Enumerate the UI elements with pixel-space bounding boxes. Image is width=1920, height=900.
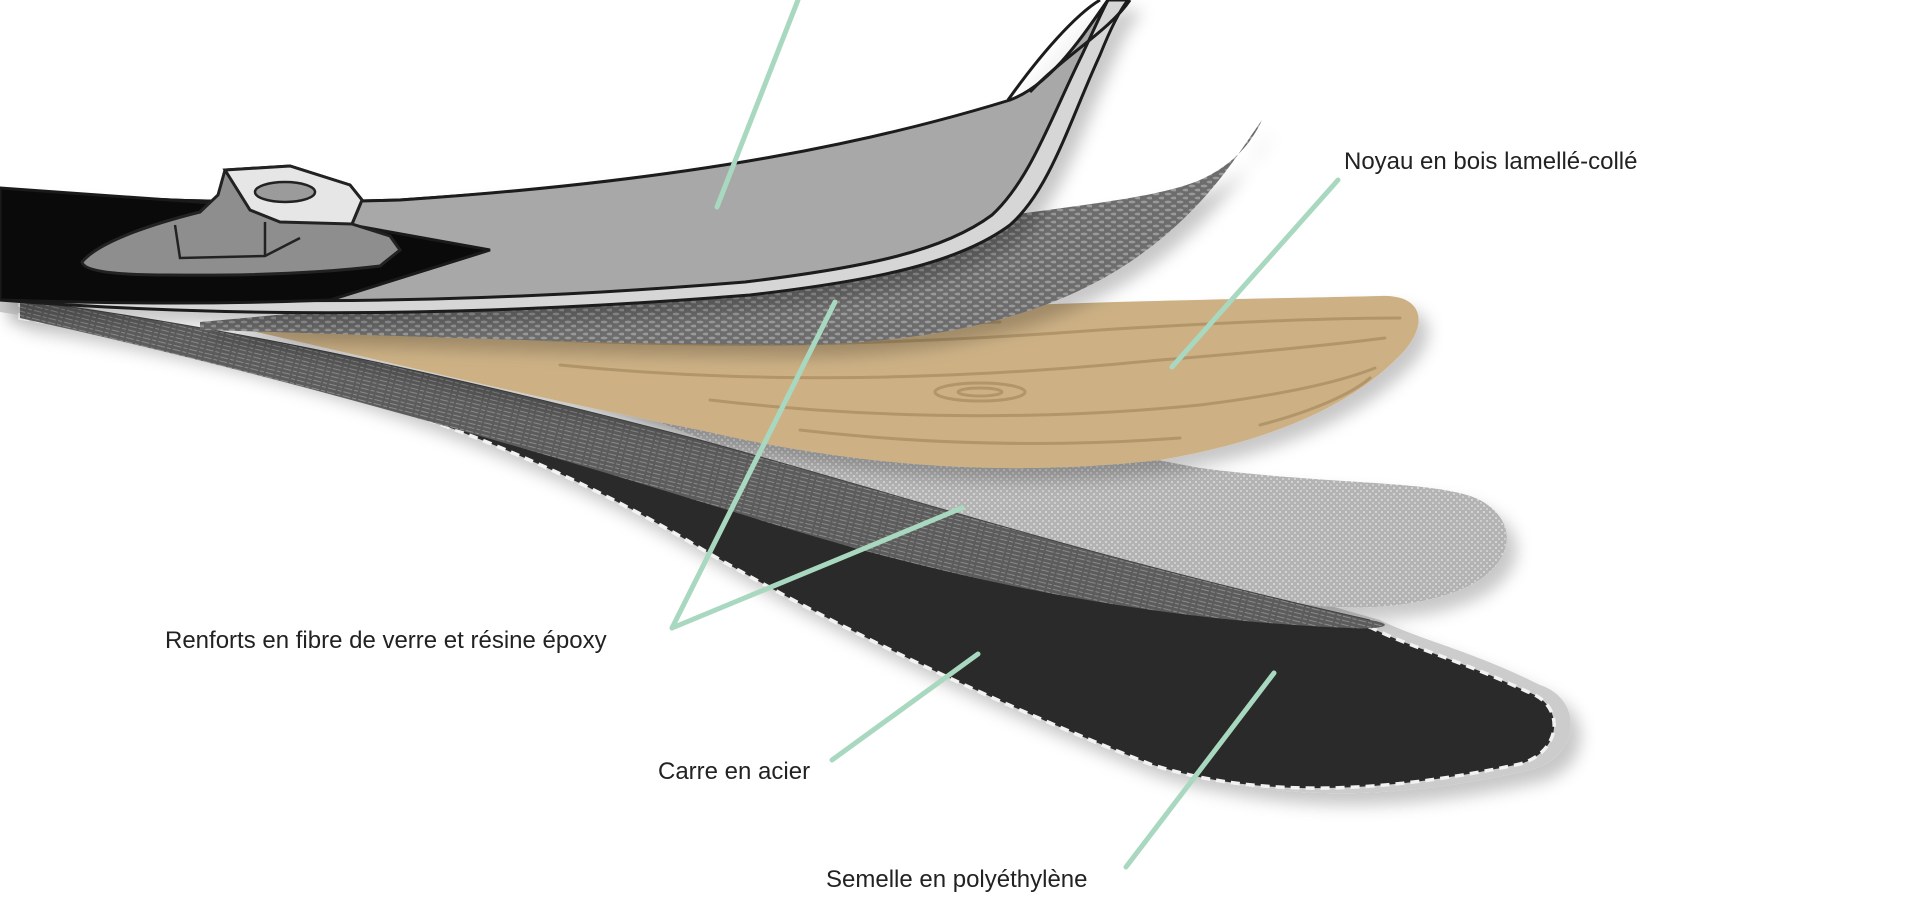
leader-fiber-a bbox=[669, 299, 838, 631]
binding bbox=[0, 164, 491, 305]
carbon-weave-layer bbox=[200, 120, 1262, 345]
leader-topsheet bbox=[714, 0, 801, 210]
leader-edge bbox=[829, 651, 981, 763]
leader-base bbox=[1123, 670, 1277, 870]
label-fiberglass-reinforcement: Renforts en fibre de verre et résine épo… bbox=[165, 627, 607, 654]
leader-lines bbox=[669, 0, 1341, 870]
label-steel-edge: Carre en acier bbox=[658, 758, 811, 785]
leader-fiber-b bbox=[669, 505, 965, 631]
label-polyethylene-base: Semelle en polyéthylène bbox=[826, 866, 1088, 893]
fiberglass-upper-layer bbox=[19, 299, 1385, 629]
leader-core bbox=[1169, 177, 1341, 370]
label-wood-core: Noyau en bois lamellé-collé bbox=[1344, 148, 1638, 175]
